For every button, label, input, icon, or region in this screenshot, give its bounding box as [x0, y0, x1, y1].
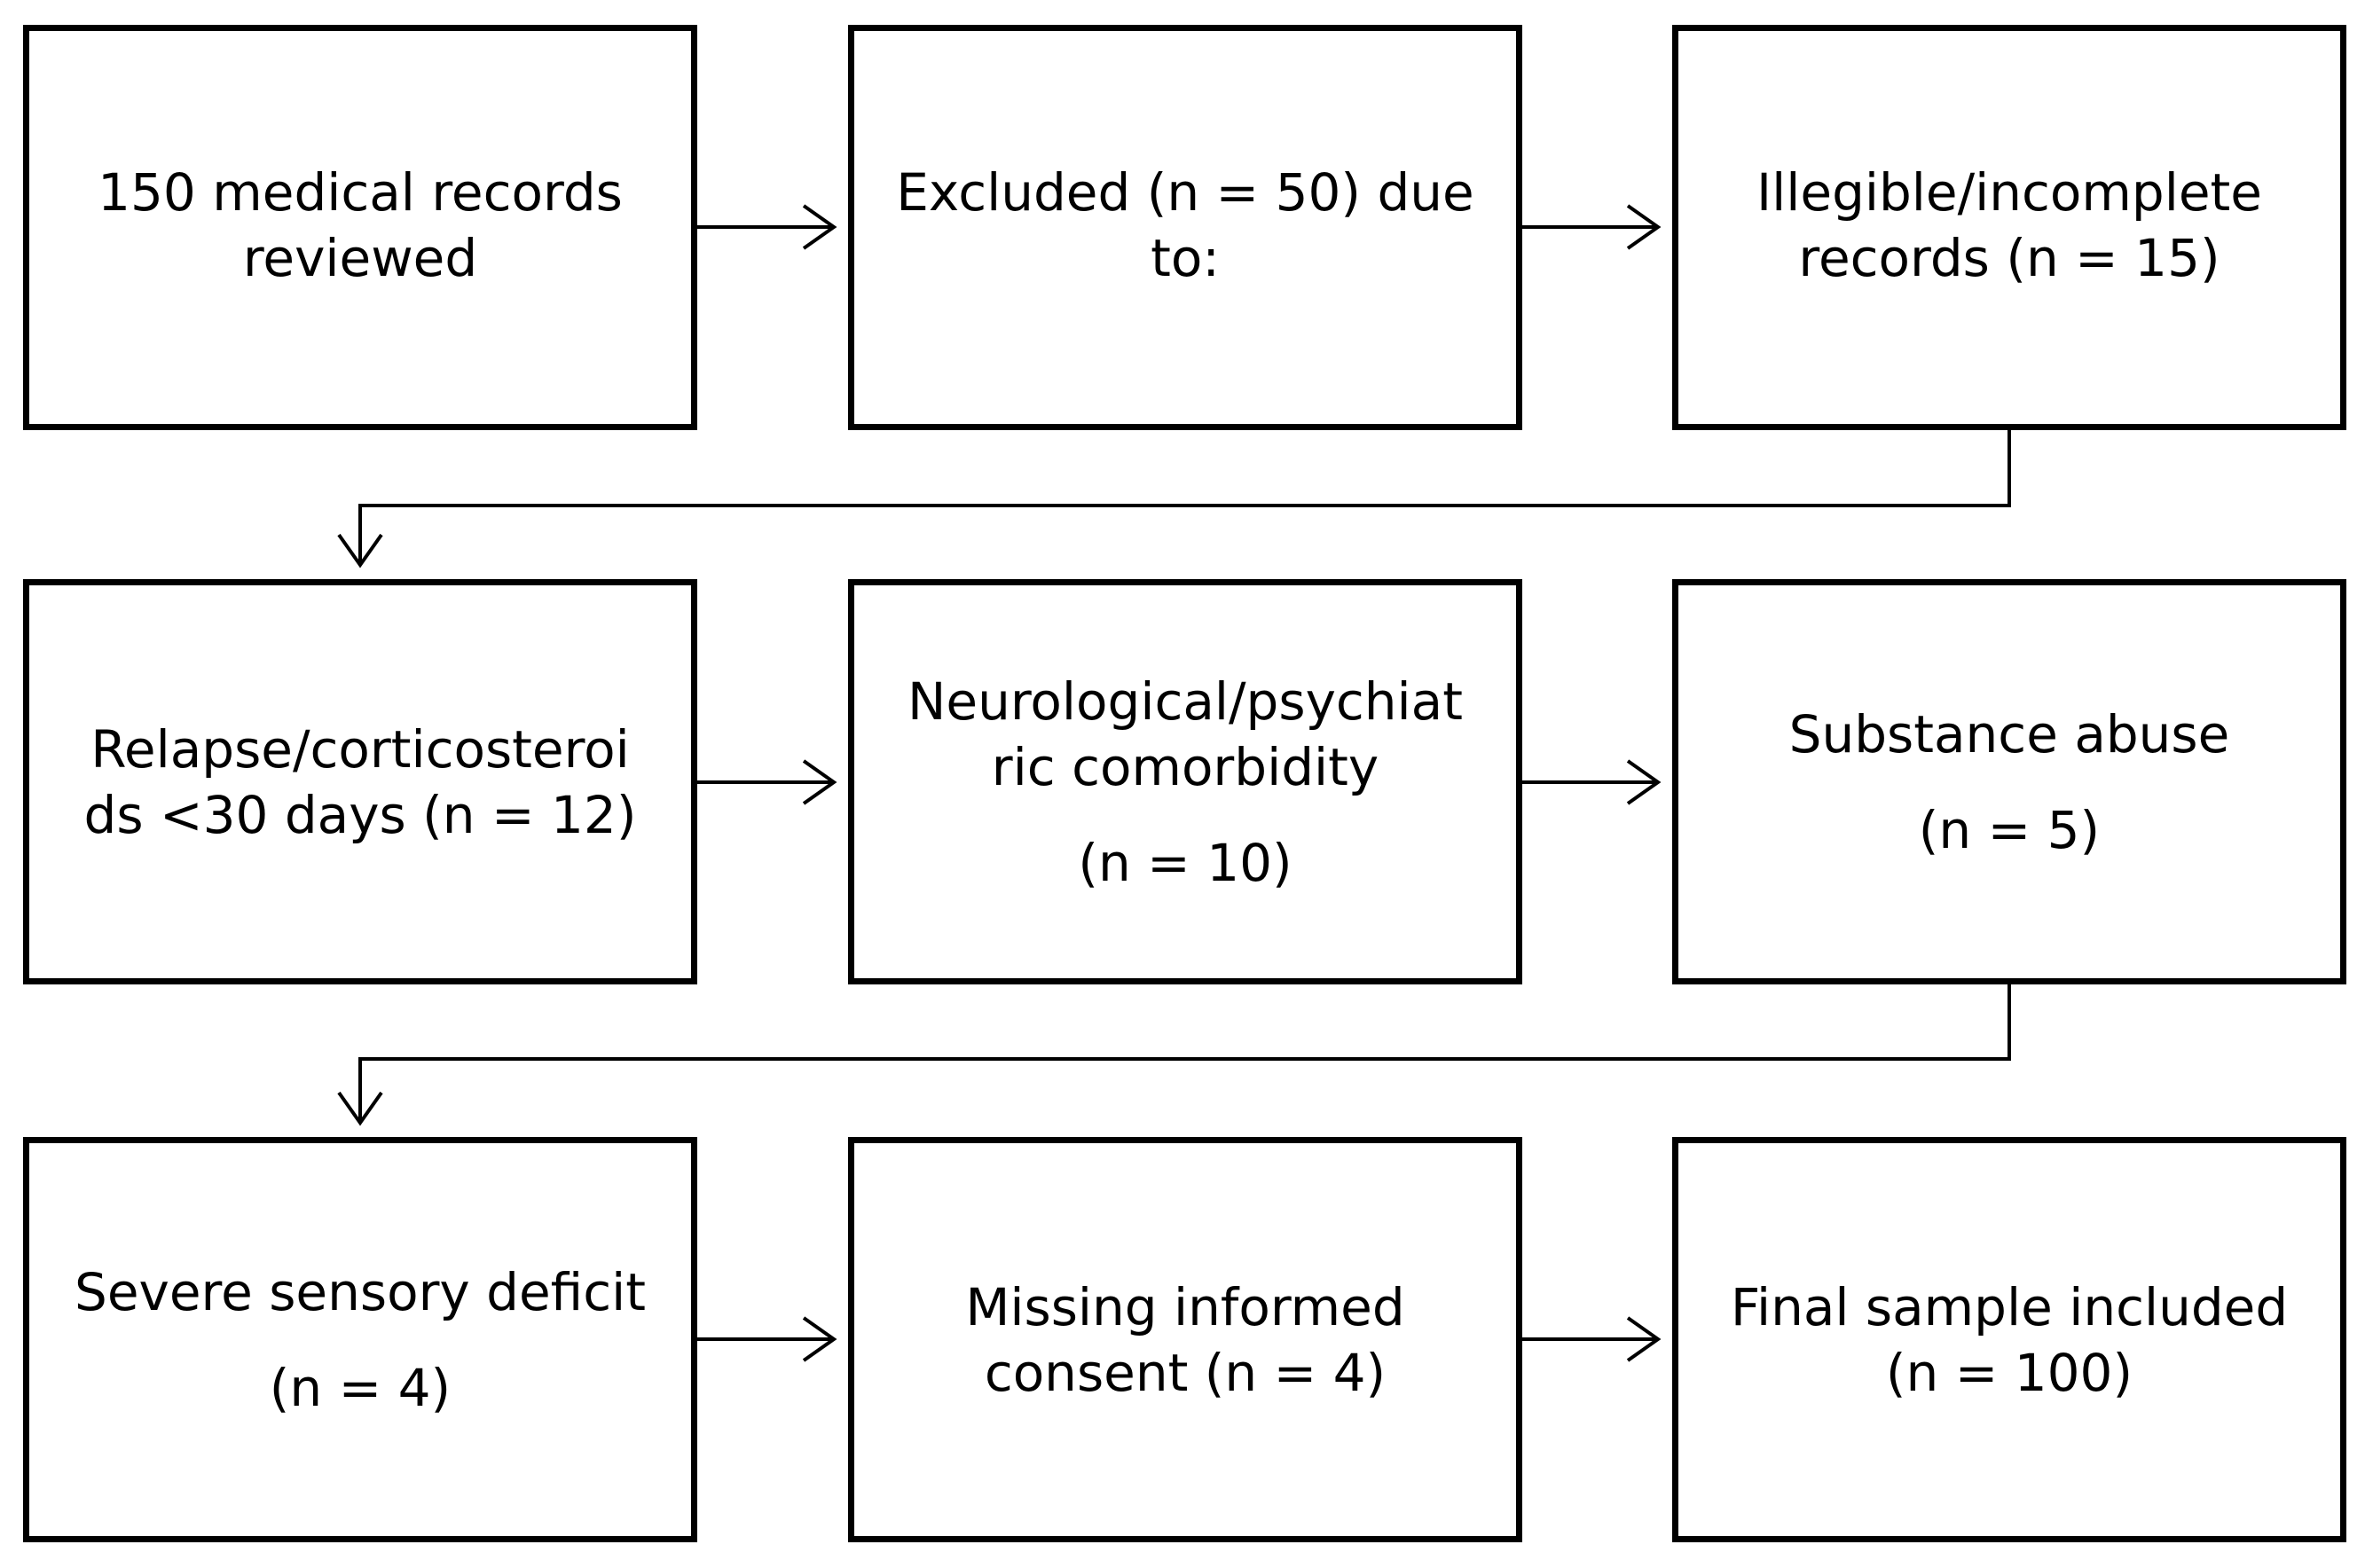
box-text-line: ric comorbidity	[991, 736, 1379, 797]
box-text-line: Illegible/incomplete	[1756, 162, 2262, 223]
arrow-illegible-to-relapse	[337, 430, 2011, 568]
box-text-line: Excluded (n = 50) due	[896, 162, 1474, 223]
box-count-line: (n = 100)	[1885, 1342, 2133, 1403]
box-text-line: Final sample included	[1730, 1276, 2289, 1337]
box-text-line: Neurological/psychiat	[908, 670, 1463, 732]
box-illegible-records: Illegible/incomplete records (n = 15)	[1672, 25, 2346, 430]
box-severe-sensory-deficit: Severe sensory deficit (n = 4)	[23, 1137, 697, 1542]
box-final-sample-included: Final sample included (n = 100)	[1672, 1137, 2346, 1542]
box-text-line: Severe sensory deficit	[75, 1261, 646, 1322]
arrow-excluded-to-illegible	[1522, 204, 1662, 250]
box-text-line: to:	[1151, 228, 1220, 288]
arrow-records-to-excluded	[697, 204, 837, 250]
box-text-line: 150 medical records	[98, 162, 623, 223]
box-text-line: Substance abuse	[1788, 703, 2230, 764]
box-substance-abuse: Substance abuse (n = 5)	[1672, 579, 2346, 984]
box-text-line: Relapse/corticosteroi	[90, 718, 630, 780]
box-excluded: Excluded (n = 50) due to:	[848, 25, 1522, 430]
box-count-line: (n = 5)	[1918, 799, 2101, 860]
box-count-line: (n = 10)	[1078, 832, 1292, 893]
box-text-line: consent (n = 4)	[984, 1342, 1387, 1403]
box-neuro-psychiatric-comorbidity: Neurological/psychiat ric comorbidity (n…	[848, 579, 1522, 984]
arrow-consent-to-final	[1522, 1316, 1662, 1362]
box-relapse-corticosteroids: Relapse/corticosteroi ds <30 days (n = 1…	[23, 579, 697, 984]
arrow-substance-to-sensory	[337, 984, 2011, 1126]
arrow-relapse-to-neuro	[697, 759, 837, 805]
box-count-line: (n = 4)	[269, 1357, 452, 1418]
arrow-sensory-to-consent	[697, 1316, 837, 1362]
box-text-line: reviewed	[242, 228, 478, 288]
box-text-line: records (n = 15)	[1798, 228, 2220, 288]
box-records-reviewed: 150 medical records reviewed	[23, 25, 697, 430]
box-text-line: ds <30 days (n = 12)	[83, 784, 637, 845]
box-missing-informed-consent: Missing informed consent (n = 4)	[848, 1137, 1522, 1542]
box-text-line: Missing informed	[965, 1276, 1405, 1337]
arrow-neuro-to-substance	[1522, 759, 1662, 805]
